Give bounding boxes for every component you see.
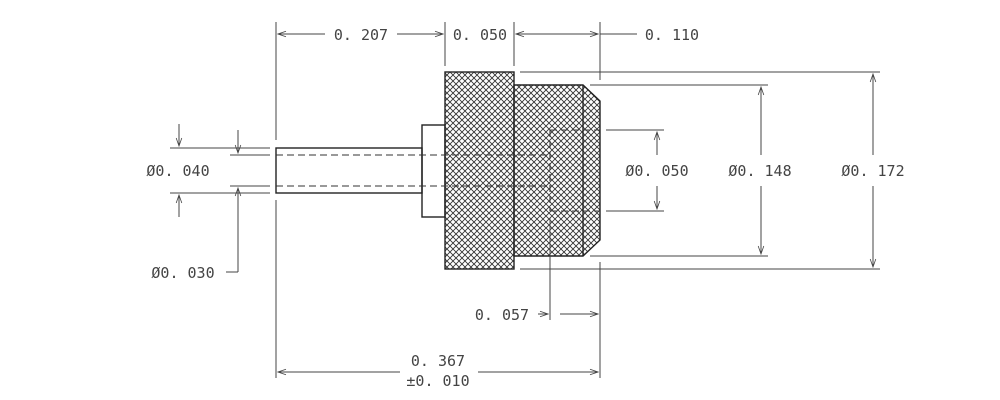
- extension-lines: [275, 22, 880, 378]
- dim-bore-depth-text: 0. 057: [475, 306, 529, 324]
- dim-overall-length-text: 0. 367: [411, 352, 465, 370]
- dim-dia-bore-text: Ø0. 050: [625, 162, 688, 180]
- dim-length-collar-text: 0. 050: [453, 26, 507, 44]
- collar: [421, 124, 446, 218]
- dim-dia-bore: Ø0. 050: [625, 132, 689, 209]
- dim-length-head: 0. 110: [516, 26, 699, 44]
- dim-dia-pin: Ø0. 040: [146, 124, 270, 217]
- hidden-lines: [276, 129, 600, 212]
- dim-overall-tolerance-text: ±0. 010: [406, 372, 469, 390]
- dim-overall-length: 0. 367 ±0. 010: [278, 352, 598, 390]
- dim-length-head-text: 0. 110: [645, 26, 699, 44]
- dim-length-pin-text: 0. 207: [334, 26, 388, 44]
- dim-dia-pin-text: Ø0. 040: [146, 162, 209, 180]
- part-body: [275, 71, 601, 270]
- knurled-head-large: [444, 71, 515, 270]
- dim-dia-head-outer-text: Ø0. 172: [841, 162, 904, 180]
- dim-dia-head-outer: Ø0. 172: [841, 74, 905, 267]
- dim-dia-pin-inner-text: Ø0. 030: [151, 264, 214, 282]
- dim-dia-head-step-text: Ø0. 148: [728, 162, 791, 180]
- dim-length-pin: 0. 207: [278, 26, 443, 44]
- dim-bore-depth: 0. 057: [475, 306, 598, 324]
- knurled-head-step: [513, 84, 601, 257]
- dim-dia-head-step: Ø0. 148: [728, 87, 792, 254]
- dim-dia-pin-inner: Ø0. 030: [151, 130, 270, 282]
- dim-length-collar: 0. 050: [453, 26, 507, 44]
